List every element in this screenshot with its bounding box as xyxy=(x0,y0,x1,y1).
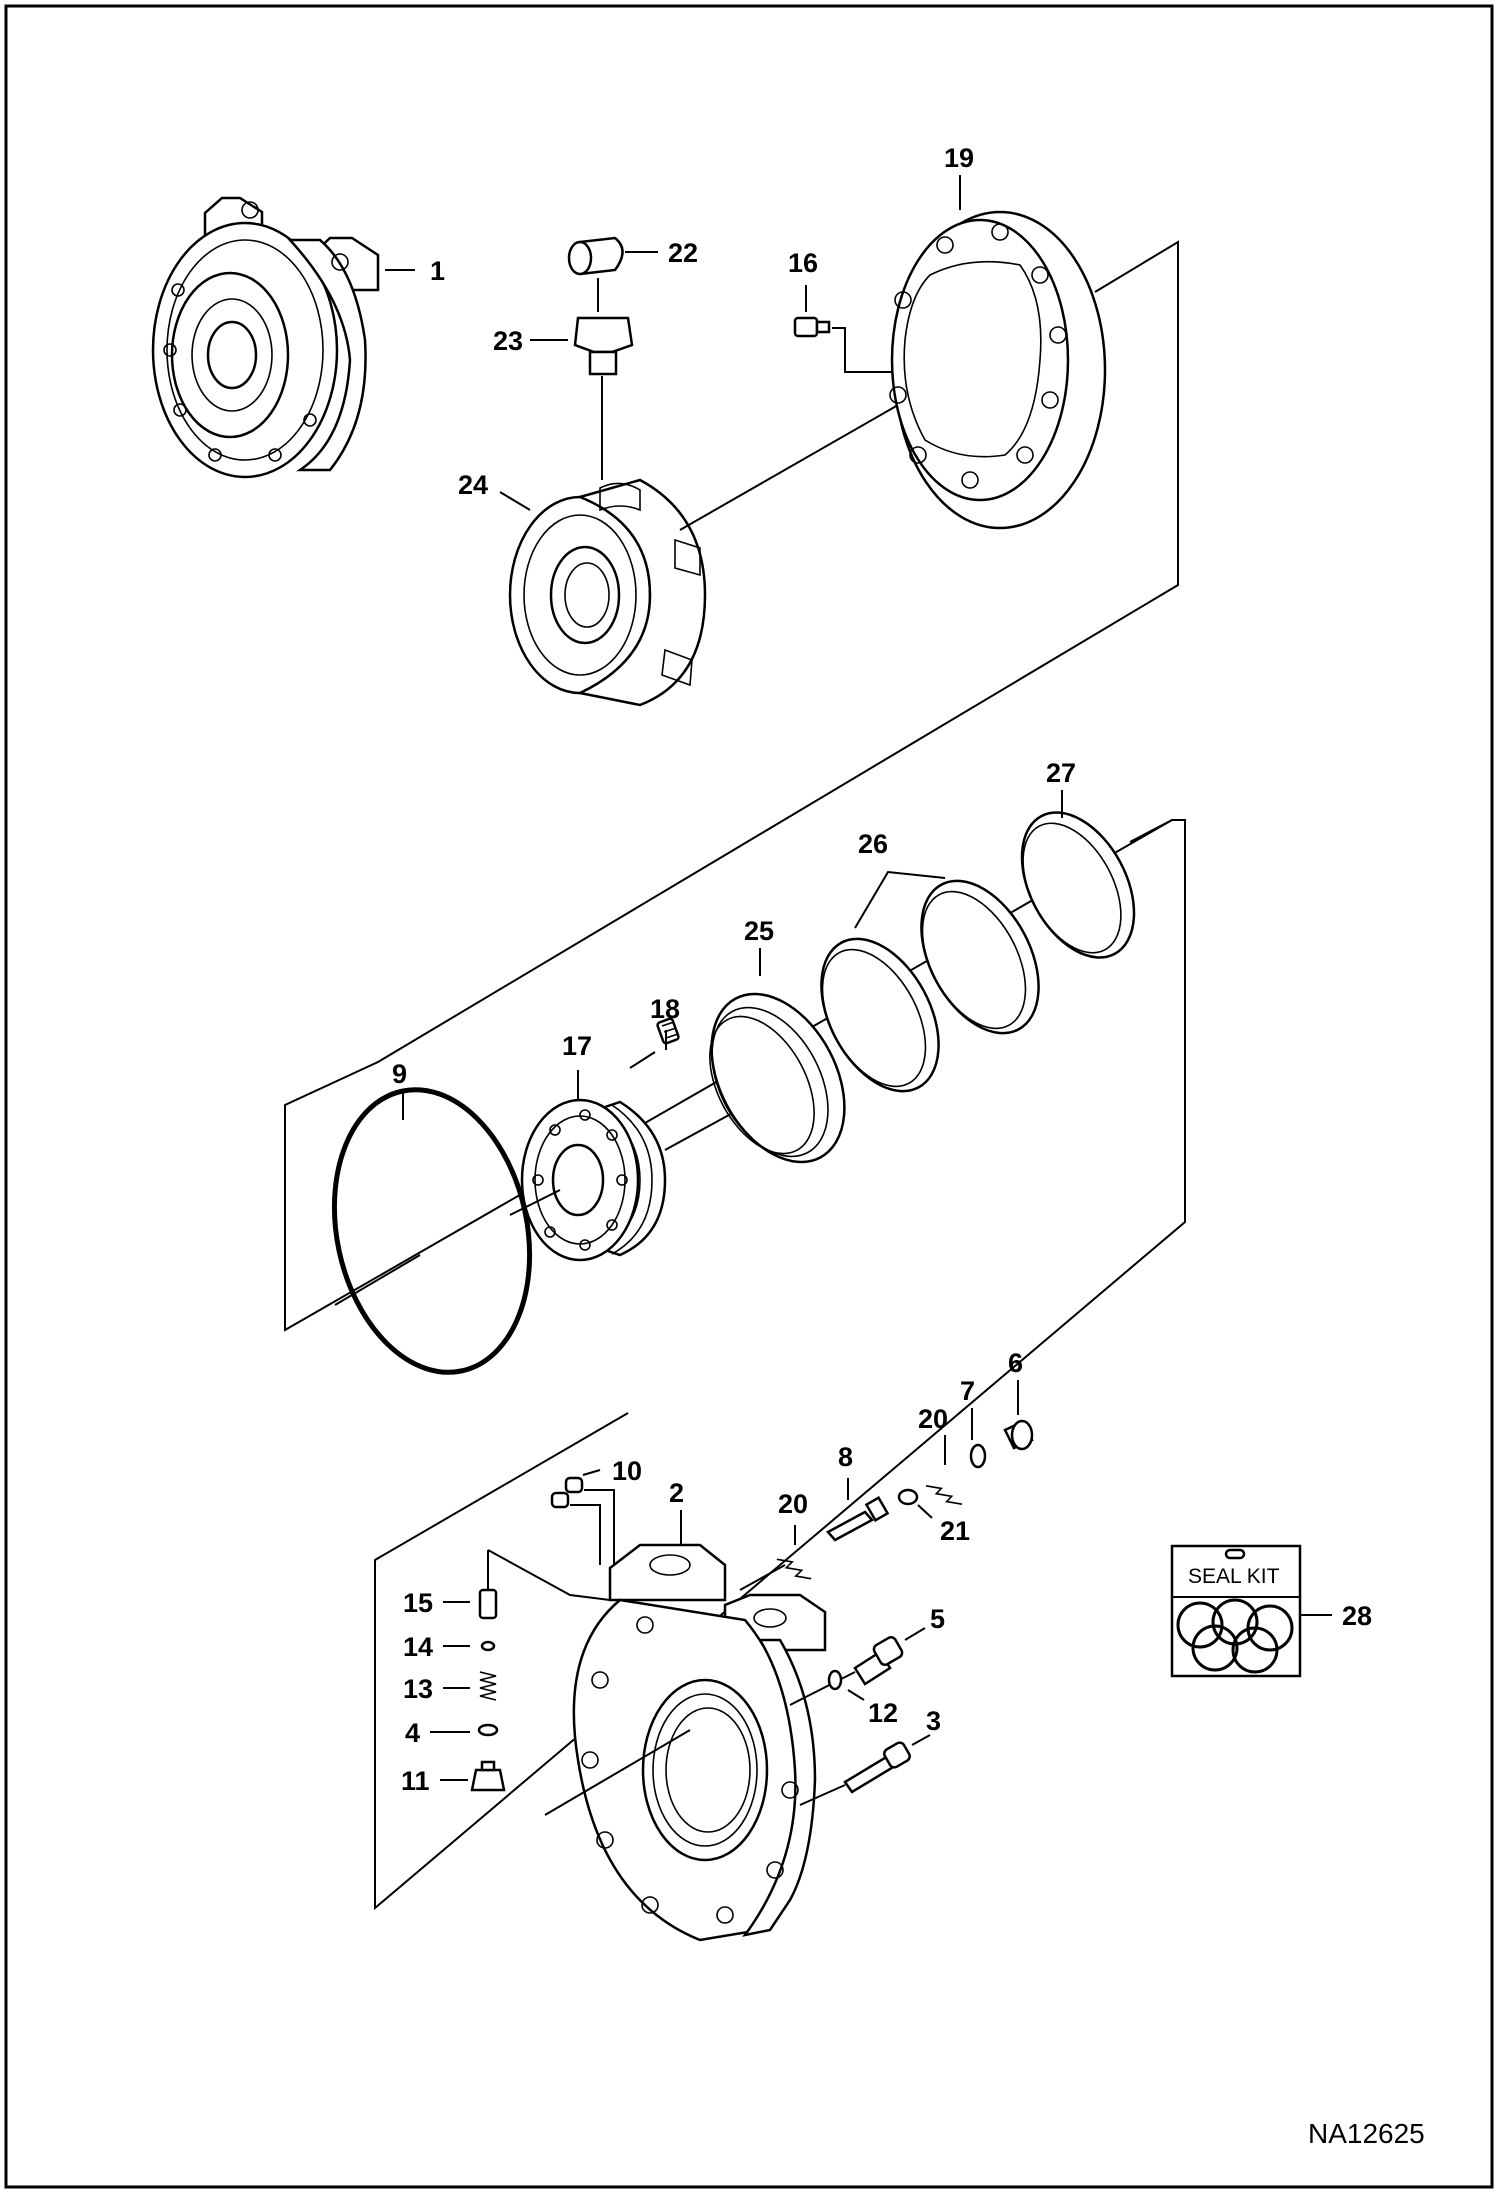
diagram-border xyxy=(4,4,1494,2189)
ring-part-27 xyxy=(1020,811,1136,959)
callout-11: 11 xyxy=(401,1766,430,1796)
cap-part-22 xyxy=(567,236,624,276)
seal-kit-part-28: SEAL KIT xyxy=(1170,1544,1302,1678)
callout-28: 28 xyxy=(1342,1601,1372,1631)
stator-part-19 xyxy=(889,210,1107,530)
callout-14: 14 xyxy=(403,1632,433,1662)
cartridge-valve-stack xyxy=(776,1419,1034,1580)
callout-4: 4 xyxy=(405,1718,420,1748)
figure-id: NA12625 xyxy=(1308,2118,1425,2149)
plugs-part-10 xyxy=(550,1476,584,1509)
callout-20a: 20 xyxy=(778,1489,808,1519)
motor-housing-part-1 xyxy=(151,196,380,479)
callout-12: 12 xyxy=(868,1698,898,1728)
set-screw-part-18 xyxy=(656,1017,680,1045)
callout-27: 27 xyxy=(1046,758,1076,788)
seal-ring-part-25 xyxy=(709,992,846,1164)
callout-19: 19 xyxy=(944,143,974,173)
callout-26: 26 xyxy=(858,829,888,859)
bolt-part-5 xyxy=(853,1636,904,1686)
main-housing-part-2 xyxy=(572,1543,827,1942)
ring-pair-part-26 xyxy=(820,879,1040,1093)
callout-17: 17 xyxy=(562,1031,592,1061)
seal-kit-label: SEAL KIT xyxy=(1188,1565,1280,1588)
callout-25: 25 xyxy=(744,916,774,946)
relief-valve-stack xyxy=(470,1588,506,1792)
bolt-part-16 xyxy=(793,316,831,338)
callout-1: 1 xyxy=(430,256,445,286)
callout-15: 15 xyxy=(403,1588,433,1618)
callout-6: 6 xyxy=(1008,1348,1023,1378)
callout-2: 2 xyxy=(669,1478,684,1508)
o-ring-part-9 xyxy=(331,1087,533,1375)
o-ring-part-12 xyxy=(827,1669,843,1691)
valve-part-23 xyxy=(573,316,634,376)
callout-23: 23 xyxy=(493,326,523,356)
callout-9: 9 xyxy=(392,1059,407,1089)
rotor-part-24 xyxy=(508,478,707,707)
callout-10: 10 xyxy=(612,1456,642,1486)
callout-24: 24 xyxy=(458,470,488,500)
callout-21: 21 xyxy=(940,1516,970,1546)
callout-3: 3 xyxy=(926,1706,941,1736)
callout-7: 7 xyxy=(960,1376,975,1406)
callout-8: 8 xyxy=(838,1442,853,1472)
callout-22: 22 xyxy=(668,238,698,268)
callout-13: 13 xyxy=(403,1674,433,1704)
callout-18: 18 xyxy=(650,994,680,1024)
callout-20b: 20 xyxy=(918,1404,948,1434)
callout-16: 16 xyxy=(788,248,818,278)
bolt-part-3 xyxy=(843,1741,911,1794)
seal-carrier-part-17 xyxy=(520,1098,667,1262)
callout-5: 5 xyxy=(930,1604,945,1634)
